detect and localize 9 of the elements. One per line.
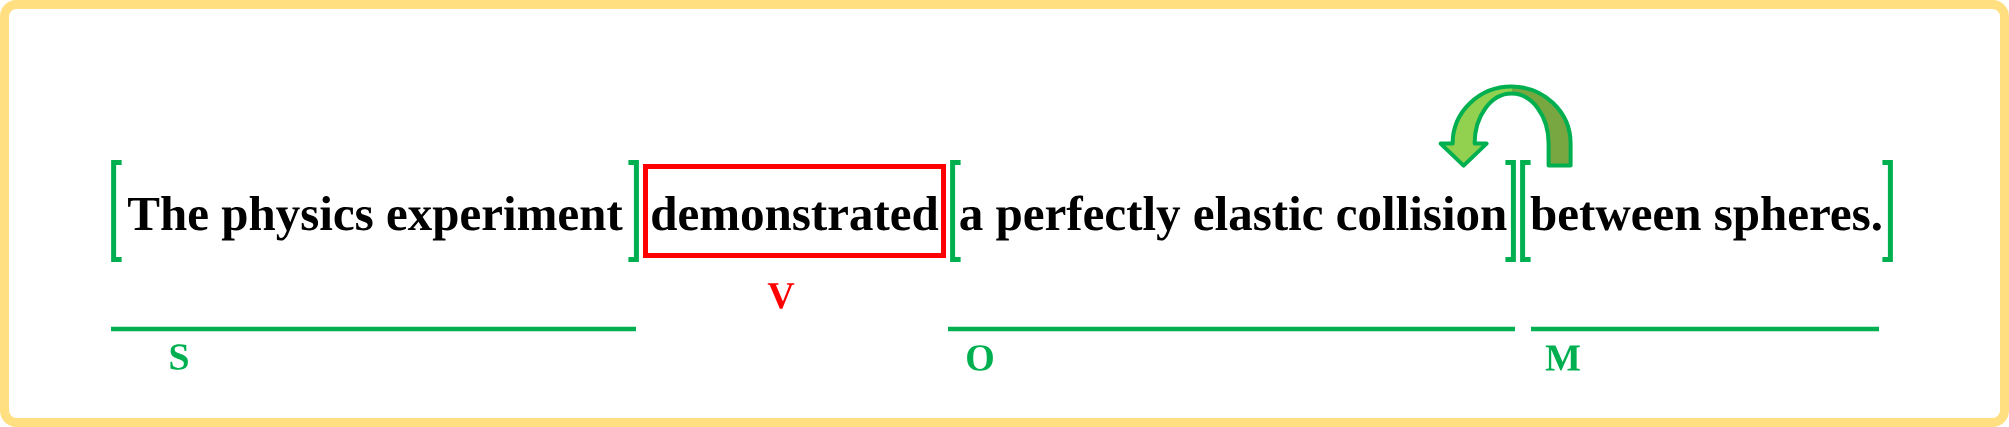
role-label: V [767,283,795,309]
bracketed-phrase: The physics experiment [111,160,639,262]
role-label: M [1545,345,1580,371]
bracketed-phrase: a perfectly elastic collision [950,160,1516,262]
curved-arrow [1438,84,1573,168]
role-label: O [967,345,993,371]
word-box: demonstrated [643,164,946,258]
bracketed-phrase: between spheres. [1520,160,1893,262]
role-label: S [170,344,188,370]
